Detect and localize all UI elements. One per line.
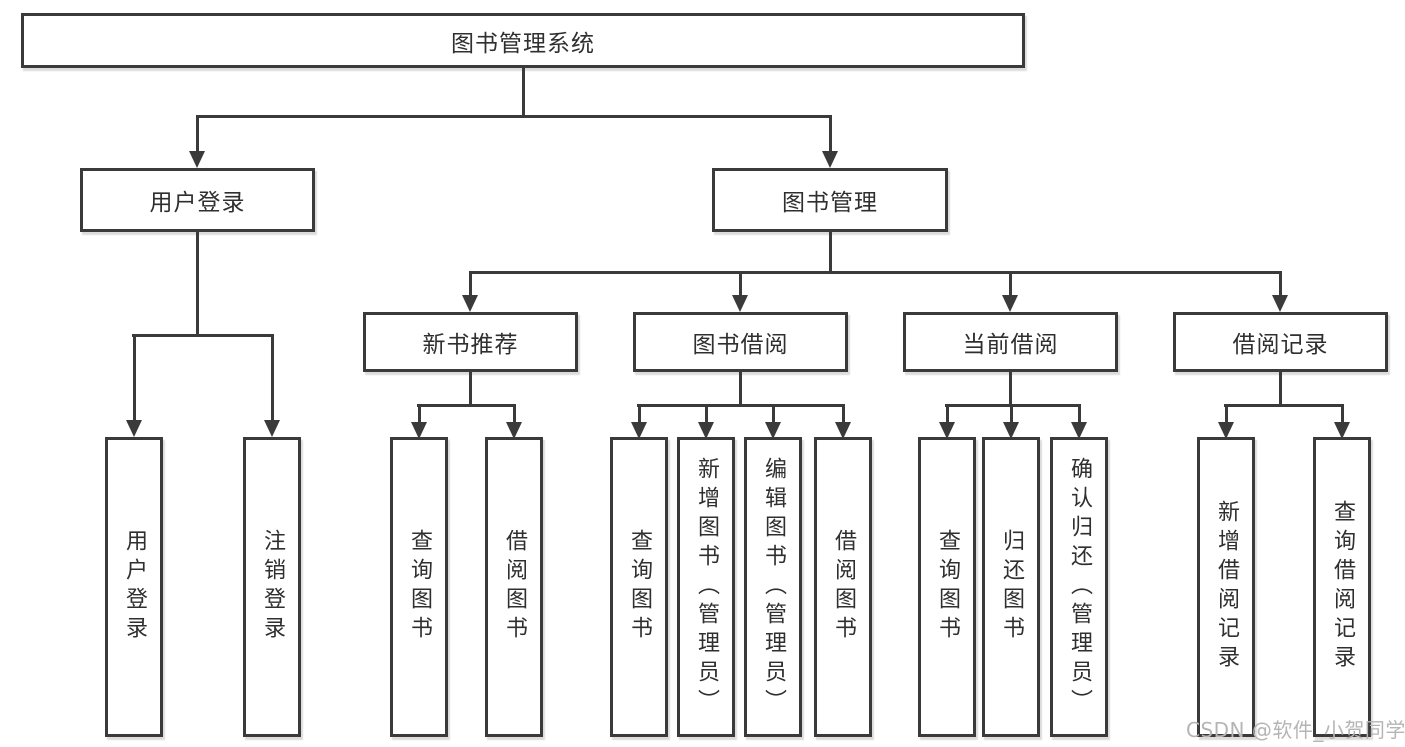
- arrow-down-icon: [631, 422, 647, 439]
- leaf-query-borrow-record-label: 查询借阅记录: [1330, 500, 1355, 674]
- node-new-book-recommend-label: 新书推荐: [422, 332, 519, 358]
- connector-arrow-shaft: [705, 405, 708, 424]
- connector-arrow-shaft: [1010, 405, 1013, 424]
- leaf-borrow-books-recommend-label: 借阅图书: [502, 529, 527, 645]
- leaf-query-books-current-label: 查询图书: [935, 529, 960, 645]
- arrow-down-icon: [264, 420, 280, 437]
- connector-hline: [417, 404, 516, 407]
- arrow-down-icon: [939, 422, 955, 439]
- leaf-borrow-books-label: 借阅图书: [831, 529, 856, 645]
- node-user-login-branch: 用户登录: [80, 168, 315, 232]
- connector-arrow-shaft: [1341, 405, 1344, 424]
- arrow-down-icon: [822, 151, 838, 168]
- leaf-logout-label: 注销登录: [260, 529, 285, 645]
- arrow-down-icon: [1334, 422, 1350, 439]
- node-book-management-branch: 图书管理: [712, 168, 948, 232]
- leaf-query-books-current: 查询图书: [918, 437, 976, 737]
- connector-arrow-shaft: [196, 116, 199, 153]
- connector-vline: [829, 232, 832, 273]
- leaf-query-books-recommend-label: 查询图书: [407, 529, 432, 645]
- arrow-down-icon: [1003, 422, 1019, 439]
- leaf-edit-books-admin-label: 编辑图书（管理员）: [761, 456, 786, 718]
- connector-arrow-shaft: [1078, 405, 1081, 424]
- connector-arrow-shaft: [829, 116, 832, 153]
- arrow-down-icon: [506, 422, 522, 439]
- arrow-down-icon: [765, 422, 781, 439]
- arrow-down-icon: [732, 295, 748, 312]
- leaf-add-borrow-record-label: 新增借阅记录: [1214, 500, 1239, 674]
- node-book-borrow-label: 图书借阅: [692, 332, 789, 358]
- connector-vline: [739, 372, 742, 406]
- node-book-borrow: 图书借阅: [633, 312, 848, 372]
- node-current-borrow: 当前借阅: [903, 312, 1118, 372]
- connector-arrow-shaft: [418, 405, 421, 424]
- node-current-borrow-label: 当前借阅: [962, 332, 1059, 358]
- leaf-return-books-label: 归还图书: [999, 529, 1024, 645]
- csdn-watermark: CSDN @软件_小贺同学: [1186, 718, 1405, 742]
- leaf-query-books-borrow-label: 查询图书: [627, 529, 652, 645]
- connector-arrow-shaft: [469, 272, 472, 297]
- arrow-down-icon: [1071, 422, 1087, 439]
- node-borrow-records: 借阅记录: [1173, 312, 1388, 372]
- connector-arrow-shaft: [133, 335, 136, 422]
- connector-arrow-shaft: [739, 272, 742, 297]
- node-new-book-recommend: 新书推荐: [363, 312, 578, 372]
- node-user-login-label: 用户登录: [149, 190, 246, 216]
- connector-vline: [469, 372, 472, 406]
- leaf-add-books-admin: 新增图书（管理员）: [677, 437, 735, 737]
- leaf-logout: 注销登录: [243, 437, 301, 737]
- connector-hline: [945, 404, 1081, 407]
- connector-arrow-shaft: [946, 405, 949, 424]
- arrow-down-icon: [411, 422, 427, 439]
- leaf-return-books: 归还图书: [982, 437, 1040, 737]
- connector-arrow-shaft: [1009, 272, 1012, 297]
- leaf-borrow-books: 借阅图书: [814, 437, 872, 737]
- leaf-confirm-return-admin-label: 确认归还（管理员）: [1067, 456, 1092, 718]
- arrow-down-icon: [698, 422, 714, 439]
- arrow-down-icon: [1272, 295, 1288, 312]
- connector-hline: [1224, 404, 1344, 407]
- connector-arrow-shaft: [271, 335, 274, 422]
- node-root-label: 图书管理系统: [451, 30, 595, 57]
- arrow-down-icon: [126, 420, 142, 437]
- node-root-system: 图书管理系统: [21, 13, 1025, 68]
- node-borrow-records-label: 借阅记录: [1232, 332, 1329, 358]
- connector-hline: [132, 334, 274, 337]
- leaf-query-borrow-record: 查询借阅记录: [1313, 437, 1371, 737]
- arrow-down-icon: [1218, 422, 1234, 439]
- node-book-management-label: 图书管理: [782, 190, 878, 216]
- arrow-down-icon: [189, 151, 205, 168]
- connector-vline: [1279, 372, 1282, 406]
- connector-vline: [196, 232, 199, 336]
- connector-arrow-shaft: [638, 405, 641, 424]
- arrow-down-icon: [462, 295, 478, 312]
- leaf-borrow-books-recommend: 借阅图书: [485, 437, 543, 737]
- leaf-add-borrow-record: 新增借阅记录: [1197, 437, 1255, 737]
- connector-vline: [1009, 372, 1012, 406]
- connector-arrow-shaft: [772, 405, 775, 424]
- connector-arrow-shaft: [513, 405, 516, 424]
- connector-arrow-shaft: [842, 405, 845, 424]
- leaf-query-books-recommend: 查询图书: [390, 437, 448, 737]
- connector-arrow-shaft: [1225, 405, 1228, 424]
- leaf-confirm-return-admin: 确认归还（管理员）: [1050, 437, 1108, 737]
- leaf-edit-books-admin: 编辑图书（管理员）: [744, 437, 802, 737]
- connector-hline: [637, 404, 845, 407]
- leaf-add-books-admin-label: 新增图书（管理员）: [694, 456, 719, 718]
- leaf-user-login-label: 用户登录: [122, 529, 147, 645]
- connector-arrow-shaft: [1279, 272, 1282, 297]
- connector-hline: [469, 271, 1282, 274]
- connector-hline: [196, 115, 832, 118]
- arrow-down-icon: [1002, 295, 1018, 312]
- connector-vline: [522, 65, 525, 117]
- arrow-down-icon: [835, 422, 851, 439]
- leaf-query-books-borrow: 查询图书: [610, 437, 668, 737]
- leaf-user-login: 用户登录: [105, 437, 163, 737]
